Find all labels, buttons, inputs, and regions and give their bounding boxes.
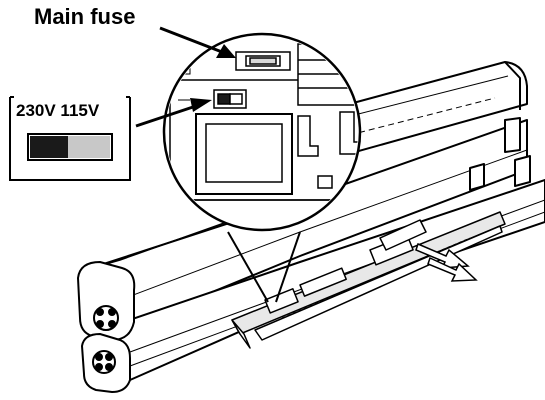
- voltage-selector-box: [9, 96, 131, 181]
- voltage-selector-label: 230V 115V: [16, 101, 100, 120]
- double-arrow-icon: [415, 242, 478, 282]
- end-cap-upper: [77, 261, 136, 341]
- end-cap-lower: [81, 333, 131, 393]
- voltage-switch-230v-position: [30, 136, 68, 158]
- voltage-switch-component: [213, 89, 247, 109]
- main-fuse-arrow: [159, 26, 236, 58]
- magnifier-detail: [162, 32, 362, 232]
- voltage-switch-115v-position: [68, 136, 110, 158]
- main-fuse-label: Main fuse: [34, 4, 136, 29]
- callout-pointer: [227, 231, 301, 303]
- main-fuse-component: [235, 51, 291, 71]
- voltage-switch-arrow: [135, 98, 212, 128]
